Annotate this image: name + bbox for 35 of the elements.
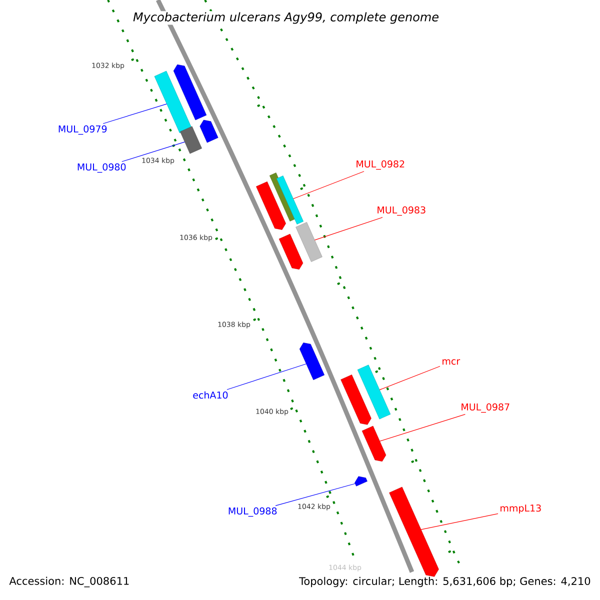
gene-bar [276,176,304,224]
gene-feature [354,476,368,486]
leader-line [292,171,364,200]
leader-line [314,217,383,240]
gene-label: MUL_0982 [356,160,404,170]
gene-bar [154,70,192,134]
gene-label: mcr [442,359,460,365]
gene-feature [389,486,439,577]
gene-label: MUL_0988 [228,507,277,517]
leader-line [420,513,498,530]
gene-feature [173,64,207,120]
gene-feature [362,426,386,462]
leader-line [379,414,466,442]
leader-line [379,366,440,390]
gene-feature [300,342,324,380]
leader-line [275,483,356,506]
gene-feature [200,120,218,143]
gene-label: echA10 [193,391,228,399]
gene-bar [180,126,202,154]
leader-line [102,104,168,124]
gene-feature [256,181,286,230]
leader-line [226,364,307,390]
leader-line [122,142,186,162]
gene-bar [357,364,391,420]
gene-bar [296,222,322,262]
gene-label: MUL_0987 [462,403,510,413]
gene-label: mmpL13 [500,504,541,514]
info-text: Topology: circular; Length: 5,631,606 bp; Genes: 4,210 [299,576,590,588]
gene-feature [278,234,304,270]
gene-label: MUL_0979 [58,125,107,135]
info-text: Accession: NC_008611 [9,576,129,588]
title: Mycobacterium ulcerans Agy99, complete genome [132,11,440,25]
gene-label: MUL_0983 [378,206,426,216]
gene-label: MUL_0980 [78,163,126,173]
gene-feature [340,374,372,425]
